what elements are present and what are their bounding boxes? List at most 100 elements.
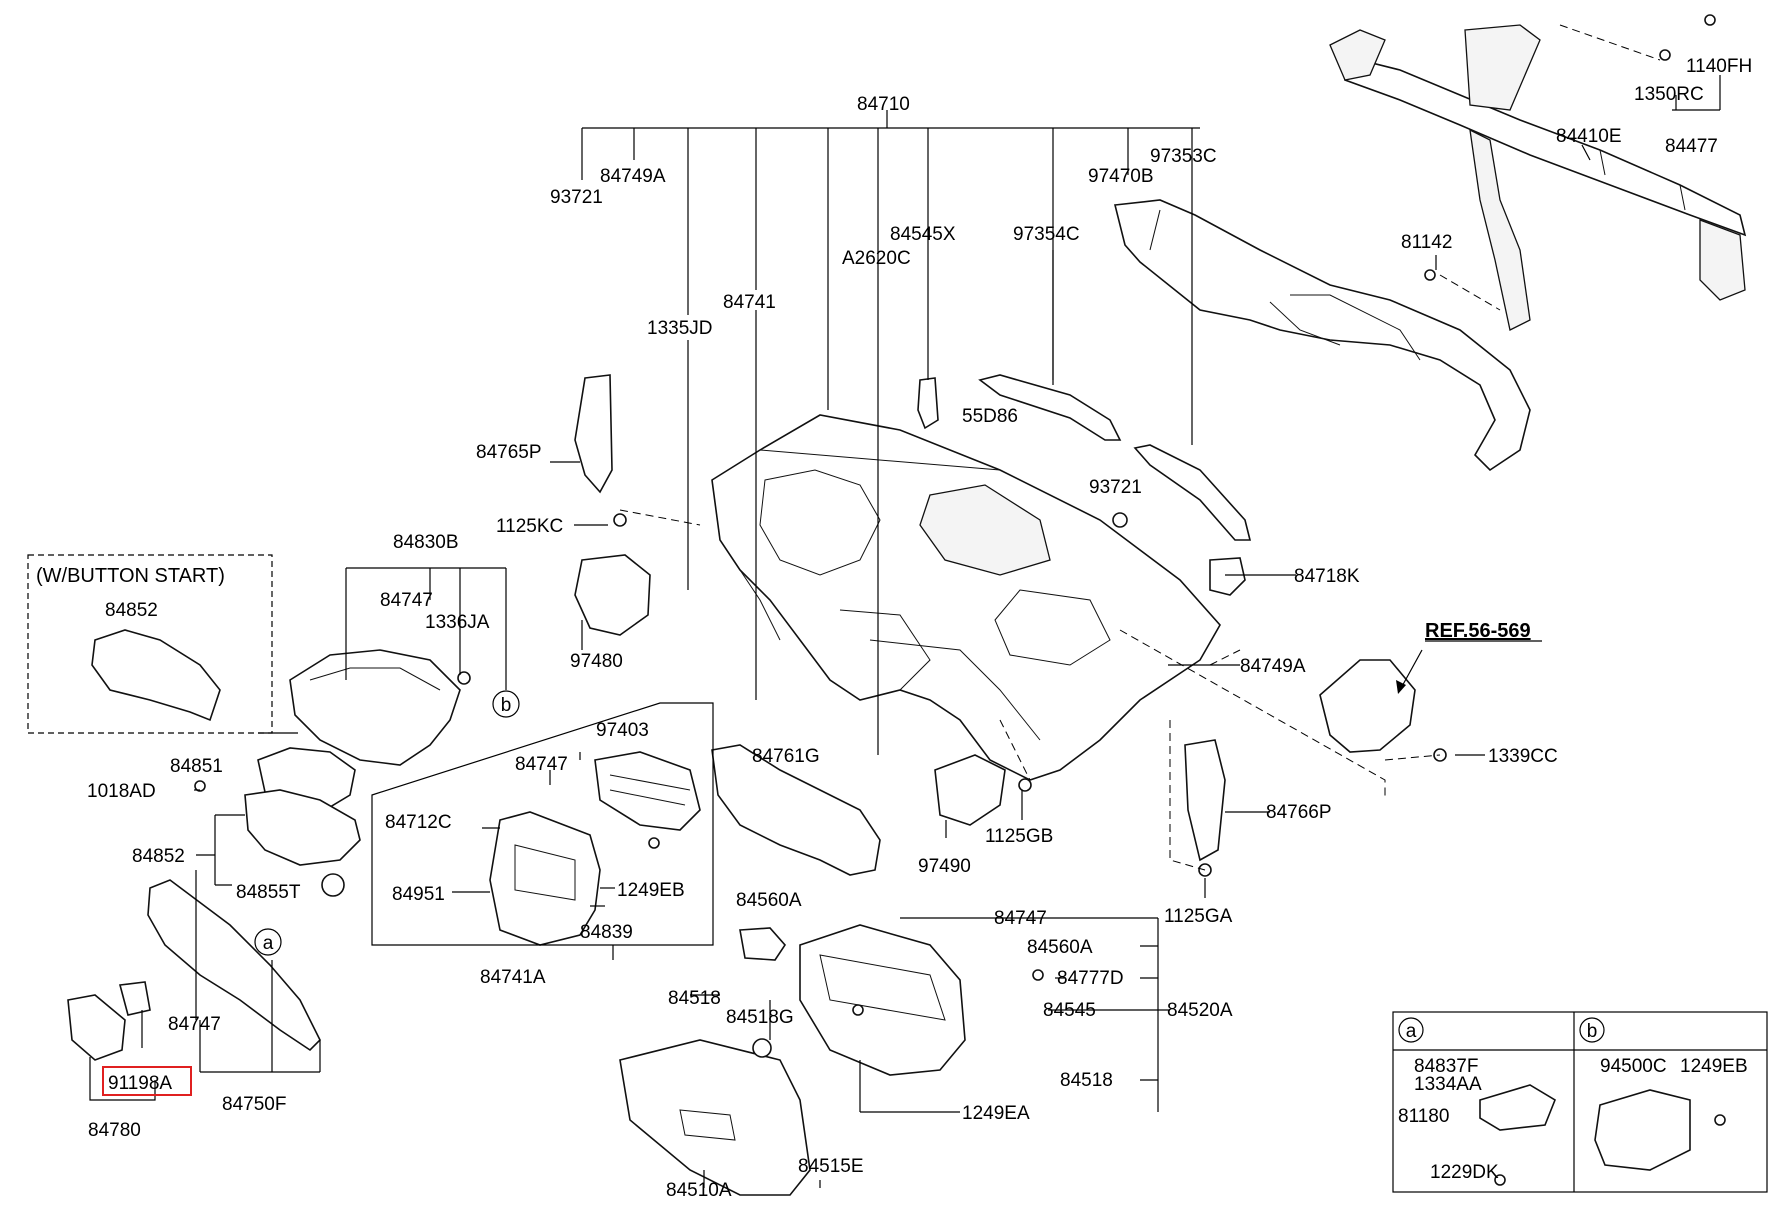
part-label[interactable]: 84477 bbox=[1665, 136, 1718, 157]
part-label[interactable]: 84518 bbox=[1060, 1070, 1113, 1091]
part-label[interactable]: 1339CC bbox=[1488, 746, 1558, 767]
steering-shroud-lower bbox=[244, 789, 361, 866]
part-label[interactable]: 84712C bbox=[385, 812, 452, 833]
part-label[interactable]: 1249EB bbox=[617, 880, 685, 901]
damper-84518g bbox=[752, 1038, 772, 1058]
cluster-fascia bbox=[289, 649, 461, 766]
part-label[interactable]: 84747 bbox=[380, 590, 433, 611]
part-label[interactable]: 84749A bbox=[600, 166, 666, 187]
part-label[interactable]: 1249EA bbox=[962, 1103, 1030, 1124]
part-label[interactable]: 81142 bbox=[1401, 232, 1452, 253]
side-air-vent-97480 bbox=[574, 554, 651, 636]
part-label[interactable]: 84780 bbox=[88, 1120, 141, 1141]
part-label[interactable]: 93721 bbox=[550, 187, 603, 208]
part-label[interactable]: 84830B bbox=[393, 532, 459, 553]
legend-part-label[interactable]: 1334AA bbox=[1414, 1074, 1482, 1095]
part-label[interactable]: 1140FH bbox=[1686, 56, 1752, 77]
part-label[interactable]: 84741 bbox=[723, 292, 776, 313]
bracket-84545x bbox=[917, 377, 939, 430]
part-label[interactable]: 84747 bbox=[994, 908, 1047, 929]
legend-part-label[interactable]: 81180 bbox=[1398, 1106, 1449, 1127]
legend-a-bracket-81180 bbox=[1479, 1084, 1556, 1131]
legend-header-b: b bbox=[1579, 1017, 1605, 1043]
legend-part-label[interactable]: 84837F bbox=[1414, 1056, 1478, 1077]
part-label[interactable]: 1018AD bbox=[87, 781, 156, 802]
dashed-leader-lines bbox=[619, 24, 1661, 871]
part-label[interactable]: 84777D bbox=[1057, 968, 1124, 989]
part-label[interactable]: 55D86 bbox=[962, 406, 1018, 427]
legend-part-label[interactable]: 1229DK bbox=[1430, 1162, 1499, 1183]
highlight-frame bbox=[102, 1066, 192, 1096]
reference-link[interactable]: REF.56-569 bbox=[1396, 620, 1542, 694]
side-cover-84765p bbox=[574, 374, 613, 494]
part-label[interactable]: 1336JA bbox=[425, 612, 490, 633]
part-label[interactable]: 84855T bbox=[236, 882, 301, 903]
part-label[interactable]: 84510A bbox=[666, 1180, 732, 1201]
part-label[interactable]: 84761G bbox=[752, 746, 820, 767]
part-label[interactable]: 1335JD bbox=[647, 318, 713, 339]
garnish-97354c bbox=[978, 374, 1122, 441]
key-ring-84855t bbox=[321, 873, 345, 897]
part-label-91198a[interactable]: 91198A bbox=[108, 1073, 172, 1094]
callout-circle-b: b bbox=[492, 690, 520, 718]
part-label[interactable]: 84545X bbox=[890, 224, 956, 245]
callout-circle-a: a bbox=[254, 928, 282, 956]
button-start-variant-box bbox=[27, 554, 273, 734]
variant-box-title: (W/BUTTON START) bbox=[36, 565, 225, 587]
part-label[interactable]: 93721 bbox=[1089, 477, 1142, 498]
part-label-84852-variant: 84852 bbox=[105, 600, 158, 621]
part-label[interactable]: 84766P bbox=[1266, 802, 1332, 823]
fastener-markers bbox=[194, 14, 1726, 1186]
part-label[interactable]: 84560A bbox=[1027, 937, 1093, 958]
svg-text:b: b bbox=[1587, 1021, 1598, 1042]
part-label[interactable]: 84710 bbox=[857, 94, 910, 115]
part-label[interactable]: 97353C bbox=[1150, 146, 1217, 167]
part-label[interactable]: 84741A bbox=[480, 967, 546, 988]
crash-pad-main-body bbox=[711, 414, 1221, 781]
part-label[interactable]: 84747 bbox=[515, 754, 568, 775]
part-label[interactable]: 84560A bbox=[736, 890, 802, 911]
part-label[interactable]: 84839 bbox=[580, 922, 633, 943]
part-label[interactable]: 1125KC bbox=[496, 516, 563, 537]
part-label[interactable]: 84749A bbox=[1240, 656, 1306, 677]
part-label[interactable]: 97470B bbox=[1088, 166, 1154, 187]
garnish-97353c bbox=[1133, 444, 1252, 541]
lower-crash-pad-84761g bbox=[711, 744, 881, 876]
lower-crash-pad-left bbox=[147, 879, 321, 1052]
part-label[interactable]: 97403 bbox=[596, 720, 649, 741]
part-label[interactable]: 84718K bbox=[1294, 566, 1360, 587]
bracket-84718k bbox=[1209, 557, 1246, 596]
part-label[interactable]: 84765P bbox=[476, 442, 542, 463]
legend-part-label[interactable]: 94500C bbox=[1600, 1056, 1667, 1077]
part-label[interactable]: 84545 bbox=[1043, 1000, 1096, 1021]
part-label[interactable]: 84518G bbox=[726, 1007, 794, 1028]
legend-header-a: a bbox=[1398, 1017, 1424, 1043]
part-label[interactable]: 84852 bbox=[132, 846, 185, 867]
legend-part-label[interactable]: 1249EB bbox=[1680, 1056, 1748, 1077]
part-label[interactable]: 84410E bbox=[1556, 126, 1622, 147]
part-label[interactable]: 84520A bbox=[1167, 1000, 1233, 1021]
part-label[interactable]: 84515E bbox=[798, 1156, 864, 1177]
part-label[interactable]: 97354C bbox=[1013, 224, 1080, 245]
cover-84780 bbox=[67, 994, 126, 1061]
part-label[interactable]: 1350RC bbox=[1634, 84, 1704, 105]
center-fascia-group-box bbox=[371, 702, 714, 946]
part-label[interactable]: 84750F bbox=[222, 1094, 286, 1115]
part-label[interactable]: 84951 bbox=[392, 884, 445, 905]
cover-91198a bbox=[118, 981, 151, 1016]
svg-text:REF.56-569: REF.56-569 bbox=[1425, 620, 1531, 642]
part-label[interactable]: 97480 bbox=[570, 651, 623, 672]
part-label[interactable]: 97490 bbox=[918, 856, 971, 877]
side-air-vent-97490 bbox=[934, 754, 1006, 826]
part-label[interactable]: 84747 bbox=[168, 1014, 221, 1035]
legend-b-smart-key-unit bbox=[1594, 1089, 1691, 1171]
part-label[interactable]: 1125GA bbox=[1164, 906, 1233, 927]
part-label[interactable]: 1125GB bbox=[985, 826, 1053, 847]
part-label[interactable]: A2620C bbox=[842, 248, 911, 269]
glove-box-housing bbox=[799, 924, 966, 1076]
part-labels: 84710 93721 84749A 1335JD 84741 84545X A… bbox=[87, 56, 1752, 1201]
part-label[interactable]: 84851 bbox=[170, 756, 223, 777]
shroud-button-start bbox=[91, 629, 221, 722]
part-label[interactable]: 84518 bbox=[668, 988, 721, 1009]
